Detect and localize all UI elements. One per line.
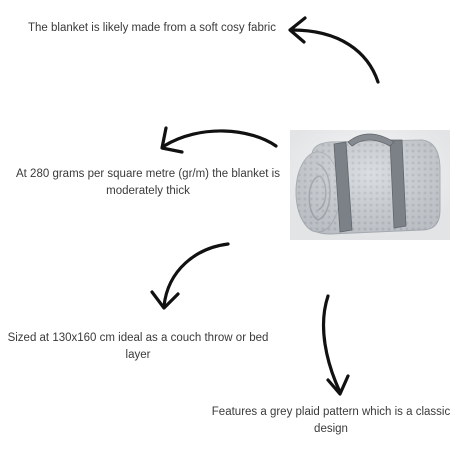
arrow-curve (290, 28, 380, 84)
arrow-to-fabric (288, 16, 380, 84)
arrow-head (150, 290, 180, 310)
arrow-to-pattern (321, 294, 350, 396)
blanket-roll-image (290, 130, 450, 240)
arrow-curve (162, 129, 278, 148)
arrow-curve (321, 294, 342, 394)
arrow-to-thickness (160, 126, 278, 154)
blanket-body (290, 130, 450, 240)
arrow-head (326, 374, 350, 396)
caption-fabric: The blanket is likely made from a soft c… (28, 22, 276, 34)
arrow-to-size (150, 242, 230, 310)
blanket-strap (333, 133, 407, 233)
arrow-head (288, 16, 307, 44)
arrow-curve (162, 242, 230, 308)
caption-pattern: Features a grey plaid pattern which is a… (211, 406, 451, 435)
caption-size: Sized at 130x160 cm ideal as a couch thr… (7, 332, 269, 361)
caption-thickness: At 280 grams per square metre (gr/m) the… (16, 168, 280, 197)
arrow-head (160, 126, 184, 154)
